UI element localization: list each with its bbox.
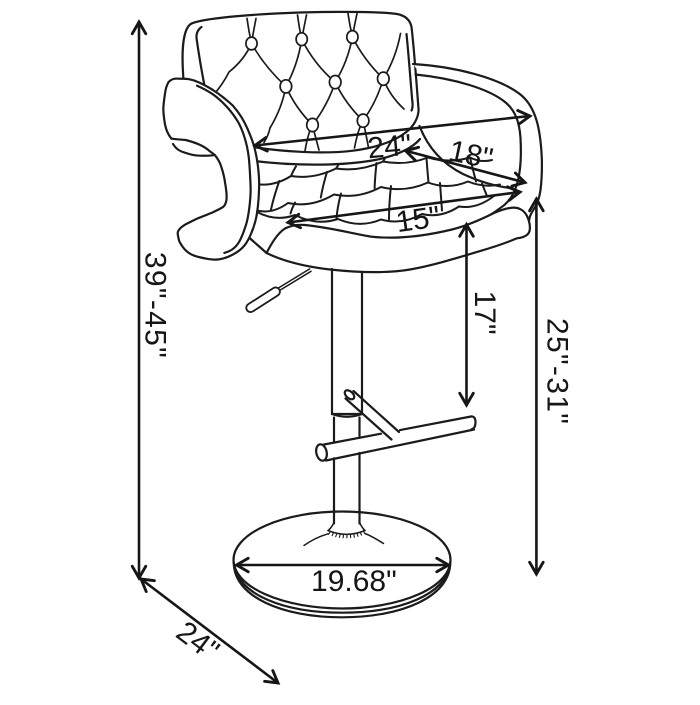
svg-text:15": 15": [394, 200, 442, 239]
svg-text:17": 17": [468, 291, 501, 335]
svg-text:19.68": 19.68": [311, 565, 397, 598]
svg-text:25"-31": 25"-31": [540, 318, 573, 425]
svg-text:24": 24": [366, 129, 413, 166]
svg-text:39"-45": 39"-45": [139, 252, 172, 359]
